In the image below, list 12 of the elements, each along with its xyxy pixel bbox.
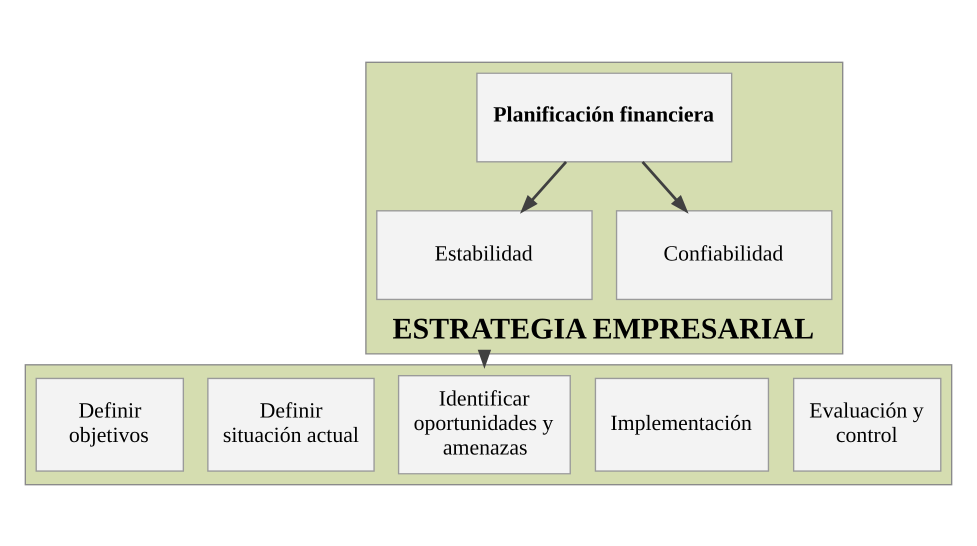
cluster xyxy=(24,364,952,485)
node-box: Definir situación actual xyxy=(207,377,375,472)
node-box: Identificar oportunidades y amenazas xyxy=(398,374,571,474)
node-box: Confiabilidad xyxy=(616,210,832,300)
node-box: Estabilidad xyxy=(376,210,593,300)
node-box: Evaluación y control xyxy=(792,377,942,472)
node-box: Definir objetivos xyxy=(36,377,184,472)
arrow xyxy=(478,349,492,368)
arrow xyxy=(642,160,689,214)
node-box: Planificación financiera xyxy=(476,72,732,162)
arrow xyxy=(520,160,568,214)
node-box: Implementación xyxy=(594,377,770,472)
